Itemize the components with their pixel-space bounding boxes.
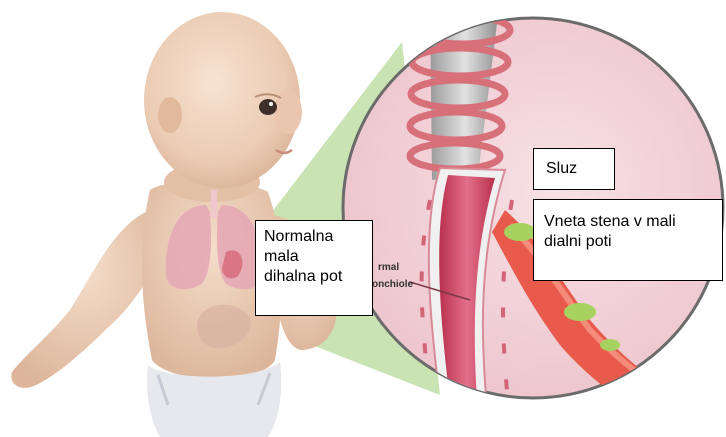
inset-caption-line2: onchiole bbox=[372, 279, 413, 291]
label-inflamed-wall: Vneta stena v mali dialni poti bbox=[533, 199, 723, 281]
label-normal-airway: Normalna mala dihalna pot bbox=[255, 220, 373, 316]
inset-caption-line1: rmal bbox=[378, 262, 399, 274]
label-mucus: Sluz bbox=[533, 148, 615, 190]
